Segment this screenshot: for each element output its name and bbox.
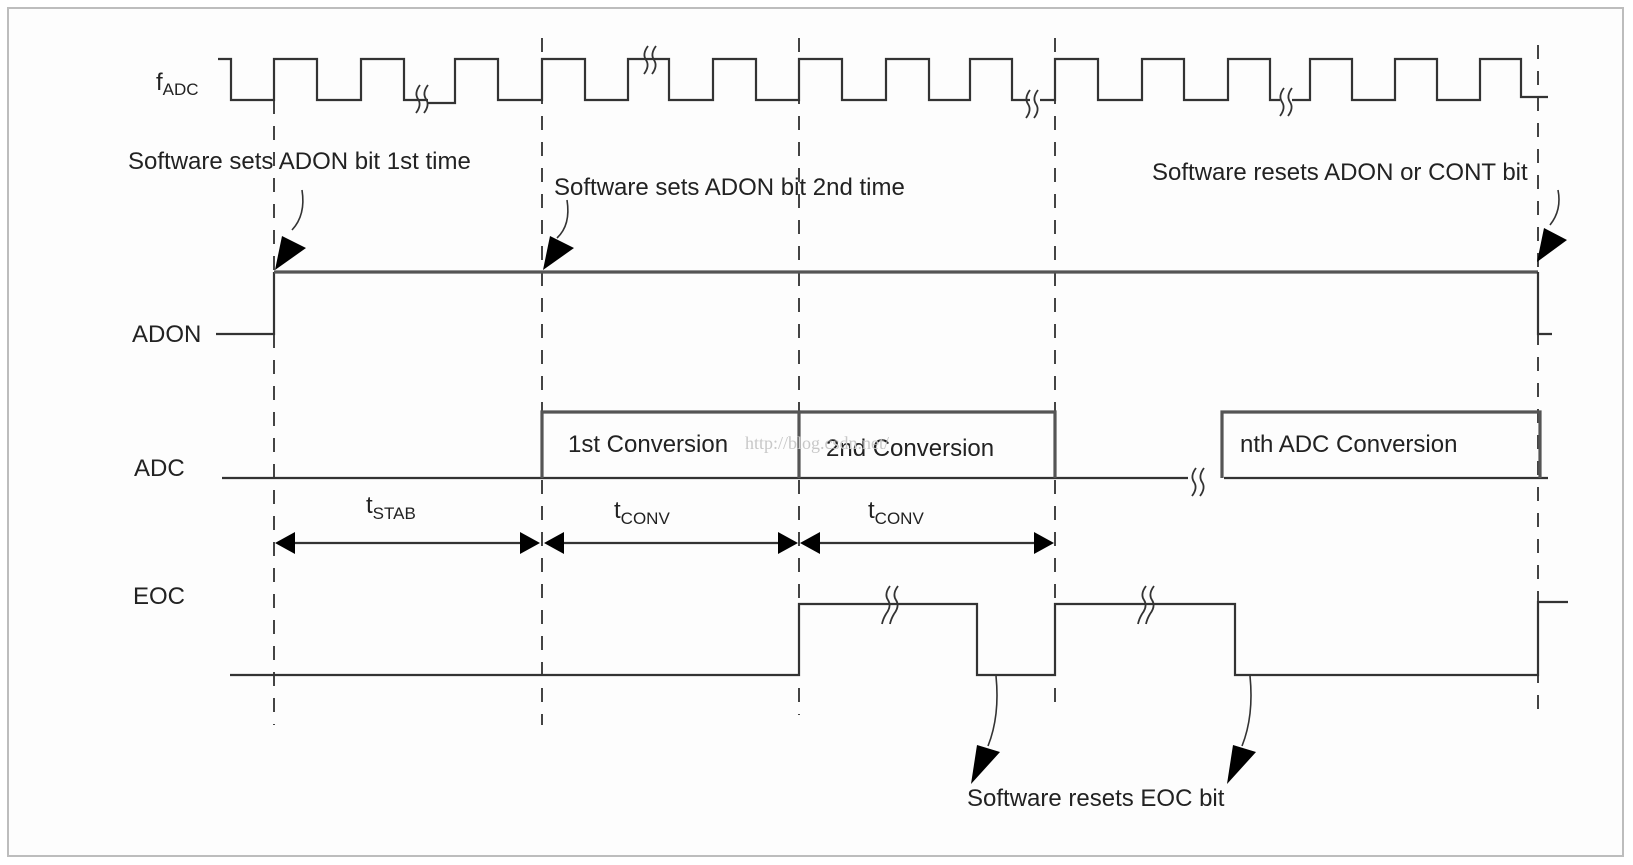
interval-tstab-label: tSTAB [366,492,416,523]
interval-tconv-1-arrow-right [778,532,798,554]
eoc-break-mark-1 [881,585,899,625]
interval-tconv-1-label: tCONV [614,497,670,528]
interval-tstab-arrow-right [520,532,540,554]
signal-adc: ADC 1st Conversion 2nd Conversion nth AD… [134,410,1548,497]
signal-adon: ADON [132,270,1552,348]
adc-label: ADC [134,455,185,482]
adc-break-mark [1191,467,1205,497]
adc-conversion-2-box [799,410,1057,478]
callout-line-adon-reset [1549,189,1560,226]
eoc-annotation: Software resets EOC bit [967,675,1256,812]
conversion-1-label: 1st Conversion [568,431,728,458]
eoc-label: EOC [133,583,185,610]
interval-tconv-2-label: tCONV [868,497,924,528]
arrowhead-adon-first [275,236,306,270]
arrowhead-adon-reset [1537,228,1567,262]
callout-line-adon-second [556,199,569,239]
fadc-break-mark-2 [643,45,657,75]
diagram-frame [7,7,1624,857]
eoc-waveform [230,600,1568,677]
interval-markers: tSTAB tCONV tCONV [275,492,1054,554]
conversion-n-label: nth ADC Conversion [1240,431,1457,458]
interval-tconv-2-arrow-right [1034,532,1054,554]
interval-tconv-2-arrow-left [800,532,820,554]
callout-line-eoc-reset-1 [987,675,998,747]
annotation-adon-first: Software sets ADON bit 1st time [128,148,471,175]
fadc-break-mark-1 [415,84,429,114]
adon-low-start [216,272,276,336]
signal-eoc: EOC [133,583,1568,677]
fadc-waveform [218,57,1548,105]
fadc-label: fADC [156,69,199,99]
arrowhead-adon-second [543,236,574,270]
eoc-break-mark-2 [1137,585,1155,625]
reference-lines [273,38,1539,725]
interval-tconv-1-arrow-left [544,532,564,554]
fadc-break-mark-4 [1279,87,1293,117]
callout-line-adon-first [291,189,304,231]
watermark: http://blog.csdn.net/ [745,433,889,453]
annotation-adon-reset: Software resets ADON or CONT bit [1152,159,1528,186]
adc-conversion-n-box [1220,410,1542,478]
conversion-2-label: 2nd Conversion [826,435,994,462]
adon-annotations: Software sets ADON bit 1st time Software… [128,148,1567,270]
annotation-adon-second: Software sets ADON bit 2nd time [554,174,905,201]
adon-fall [1536,272,1552,336]
adc-conversion-1-box [540,410,801,478]
fadc-break-mark-3 [1025,89,1039,119]
arrowhead-eoc-reset-2 [1227,745,1256,784]
annotation-eoc-reset: Software resets EOC bit [967,785,1225,812]
signal-fadc: fADC [156,45,1548,119]
adon-label: ADON [132,321,201,348]
interval-tstab-arrow-left [275,532,295,554]
arrowhead-eoc-reset-1 [971,745,1000,784]
callout-line-eoc-reset-2 [1241,675,1252,747]
